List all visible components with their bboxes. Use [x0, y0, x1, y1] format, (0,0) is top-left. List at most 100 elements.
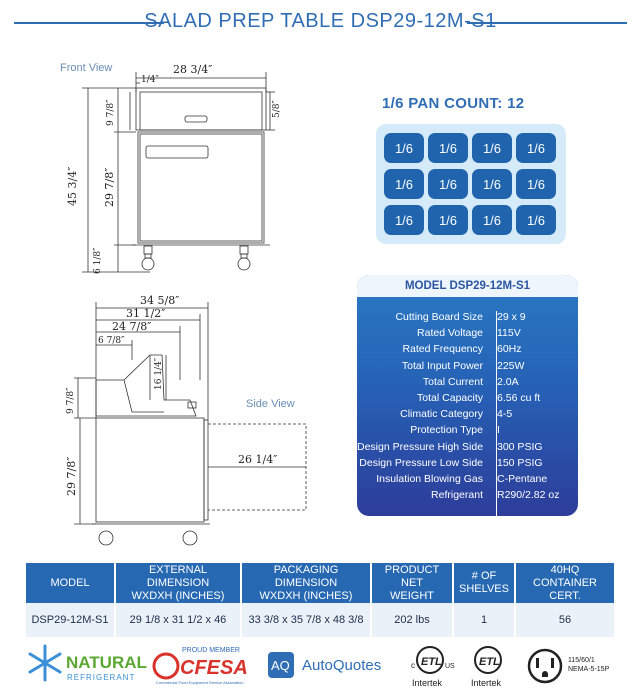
- spec-row: Design Pressure High Side 300 PSIG: [357, 439, 578, 455]
- pan-cell: 1/6: [516, 205, 556, 235]
- autoquotes-badge-icon: [268, 652, 294, 678]
- front-body-height-label: 29 7/8″: [103, 168, 116, 207]
- refrigerant-logo-text: REFRIGERANT: [67, 673, 135, 682]
- spec-label: Rated Frequency: [402, 343, 483, 356]
- spec-value: C-Pentane: [497, 472, 548, 485]
- spec-row: Insulation Blowing Gas C-Pentane: [357, 471, 578, 487]
- spec-label: Total Current: [422, 375, 483, 388]
- etl-sanitation-icon: [474, 646, 502, 674]
- spec-value: 300 PSIG: [497, 440, 543, 453]
- intertek-label: Intertek: [412, 678, 443, 688]
- plug-spec-rating: 115/60/1: [568, 657, 595, 664]
- spec-label: Climatic Category: [400, 408, 483, 421]
- pan-cell: 1/6: [384, 169, 424, 199]
- front-total-height-label: 45 3/4″: [66, 167, 79, 206]
- spec-value: 150 PSIG: [497, 456, 543, 469]
- cfesa-logo-text: CFESA: [180, 657, 248, 679]
- header-line: CONTAINER CERT.: [533, 576, 597, 602]
- spec-label: Refrigerant: [431, 489, 483, 502]
- etl-c-text: c: [411, 661, 415, 670]
- side-lid-offset-label: 6 7/8″: [98, 336, 125, 346]
- page-title: SALAD PREP TABLE DSP29-12M-S1: [144, 10, 497, 32]
- spec-row: Design Pressure Low Side 150 PSIG: [357, 455, 578, 471]
- header-line: # OF: [471, 570, 497, 582]
- door-swing-label: 26 1/4″: [238, 453, 277, 466]
- header-line: WEIGHT: [390, 589, 434, 602]
- title-rule-left: [14, 22, 164, 24]
- spec-value: R290/2.82 oz: [497, 489, 560, 502]
- etl-mark-text: ETL: [421, 656, 442, 668]
- pan-count-title: 1/6 PAN COUNT: 12: [382, 95, 525, 112]
- front-caster-left: [141, 257, 155, 271]
- front-body: [137, 131, 265, 244]
- plug-spec-type: NEMA-5-15P: [568, 666, 610, 673]
- spec-label: Rated Voltage: [417, 327, 483, 340]
- spec-row: Rated Voltage 115V: [357, 325, 578, 341]
- spec-value: 29 x 9: [497, 311, 526, 324]
- header-line: PRODUCT NET: [384, 563, 440, 589]
- front-lid-handle: [184, 115, 208, 123]
- side-caster-right: [182, 530, 198, 546]
- certification-logos: NATURAL REFRIGERANT PROUD MEMBER CFESA C…: [28, 644, 610, 688]
- etl-listed-icon: [416, 646, 444, 674]
- side-lid-height-label: 16 1/4″: [154, 357, 164, 390]
- side-board-depth-label: 24 7/8″: [112, 320, 151, 333]
- table-cell: 1: [453, 603, 516, 637]
- header-line: MODEL: [50, 576, 90, 589]
- spec-label: Design Pressure Low Side: [359, 456, 483, 469]
- side-top-unit: [95, 354, 197, 417]
- side-view-label: Side View: [246, 398, 295, 410]
- pan-cell: 1/6: [384, 205, 424, 235]
- table-cell: 202 lbs: [371, 603, 454, 637]
- spec-value: 225W: [497, 359, 525, 372]
- spec-row: Cutting Board Size 29 x 9: [357, 309, 578, 325]
- etl-us-text: US: [445, 663, 455, 670]
- pan-cell: 1/6: [428, 169, 468, 199]
- side-body-depth-label: 31 1/2″: [126, 307, 165, 320]
- spec-divider: [496, 311, 497, 516]
- spec-list: Cutting Board Size 29 x 9 Rated Voltage 115…: [357, 297, 578, 516]
- spec-label: Insulation Blowing Gas: [376, 472, 483, 485]
- front-door-handle: [145, 145, 209, 159]
- spec-value: 2.0A: [497, 375, 519, 388]
- pan-cell: 1/6: [516, 133, 556, 163]
- autoquotes-badge-text: AQ: [271, 658, 290, 673]
- table-cell: 29 1/8 x 31 1/2 x 46: [115, 603, 242, 637]
- spec-value: 115V: [497, 327, 521, 340]
- cfesa-subtitle: Commercial Food Equipment Service Associ…: [156, 680, 244, 685]
- pan-cell: 1/6: [472, 169, 512, 199]
- spec-row: Total Capacity 6.56 cu ft: [357, 390, 578, 406]
- side-top-height-label: 9 7/8″: [66, 387, 76, 414]
- pan-cell: 1/6: [428, 205, 468, 235]
- spec-value: 6.56 cu ft: [497, 392, 541, 405]
- pan-cell: 1/6: [516, 169, 556, 199]
- autoquotes-logo-text: AutoQuotes: [302, 657, 381, 674]
- front-offset-label: 1/4″: [141, 75, 159, 85]
- header-line: EXTERNAL DIMENSION: [146, 563, 210, 589]
- table-cell: DSP29-12M-S1: [26, 603, 116, 637]
- spec-label: Design Pressure High Side: [357, 440, 484, 453]
- spec-label: Total Capacity: [417, 392, 483, 405]
- cfesa-proud-member: PROUD MEMBER: [182, 647, 240, 654]
- front-view-label: Front View: [60, 62, 113, 74]
- spec-row: Total Input Power 225W: [357, 358, 578, 374]
- front-lid-depth-label: 5/8″: [272, 100, 282, 118]
- natural-logo-text: NATURAL: [66, 653, 147, 672]
- front-caster-height-label: 6 1/8″: [93, 247, 103, 274]
- title-rule-right: [467, 22, 627, 24]
- side-body-height-label: 29 7/8″: [65, 457, 78, 496]
- side-door: [203, 419, 209, 521]
- spec-label: Total Input Power: [401, 359, 483, 372]
- spec-label: Cutting Board Size: [395, 311, 483, 324]
- intertek-label-2: Intertek: [471, 678, 502, 688]
- front-top-unit: [135, 87, 267, 131]
